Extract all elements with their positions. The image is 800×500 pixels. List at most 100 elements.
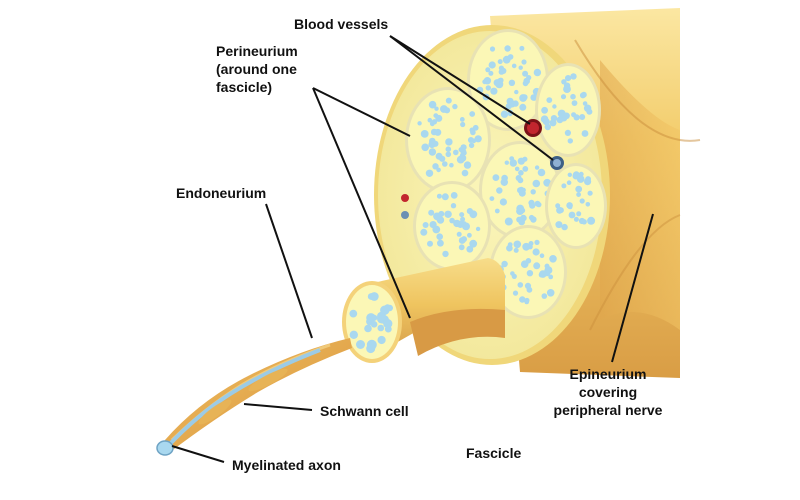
axon-dot (517, 282, 524, 288)
label-blood-vessels: Blood vessels (294, 16, 389, 32)
axon-dot (377, 324, 385, 332)
axon-dot (437, 239, 444, 247)
axon-dot (468, 142, 475, 149)
axon-dot (475, 226, 481, 232)
axon-dot (434, 106, 439, 111)
axon-dot (428, 209, 435, 216)
leader-schwann-cell (243, 403, 313, 411)
axon-dot (521, 94, 528, 101)
axon-dot (367, 293, 375, 300)
label-fascicle: Fascicle (466, 445, 522, 461)
axon-dot (552, 104, 557, 109)
axon-dot (450, 203, 457, 209)
axon-dot (581, 91, 587, 98)
axon-dot (453, 149, 459, 156)
axon-dot (494, 208, 500, 214)
axon-dot (568, 211, 576, 219)
label-myelinated-axon: Myelinated axon (232, 457, 341, 473)
leader-epineurium (611, 213, 654, 363)
label-perineurium-line3: fascicle) (216, 79, 273, 95)
axon-dot (539, 253, 545, 258)
small-artery (401, 194, 409, 202)
axon-dot (566, 180, 572, 185)
axon-dot (497, 59, 503, 65)
axon-dot (432, 163, 439, 170)
axon-dot (565, 75, 572, 82)
axon-dot (576, 211, 582, 217)
axon-dot (519, 45, 525, 51)
axon-dot (349, 309, 358, 318)
axon-dot (489, 196, 495, 202)
axon-dot (428, 100, 437, 109)
axon-dot (556, 206, 563, 214)
axon-dot (444, 210, 452, 218)
axon-dot (526, 270, 534, 277)
axon-dot (576, 192, 581, 198)
axon-dot (514, 89, 519, 95)
axon-dot (564, 129, 572, 136)
axon-dot (549, 254, 557, 263)
axon-dot (570, 73, 577, 80)
axon-dot (563, 112, 569, 118)
axon-dot (522, 242, 531, 251)
axon-dot (485, 85, 491, 91)
axon-dot (519, 296, 526, 303)
axon-dot (511, 63, 517, 69)
axon-dot (579, 114, 586, 120)
axon-dot (427, 240, 433, 247)
axon-dot (504, 45, 511, 52)
axon-dot (500, 110, 509, 118)
axon-dot (524, 282, 532, 289)
label-epineurium-line2: covering (578, 384, 638, 400)
axon-dot (572, 171, 580, 179)
axon-dot (496, 187, 503, 194)
label-perineurium-line2: (around one (216, 61, 297, 77)
axon-dot (575, 185, 583, 193)
axon-dot (428, 148, 437, 156)
label-schwann-cell: Schwann cell (320, 403, 409, 419)
axon-dot (522, 70, 529, 77)
axon-dot (567, 204, 573, 210)
axon-dot (366, 344, 376, 354)
axon-dot (518, 65, 523, 70)
leader-perineurium-2 (312, 87, 411, 319)
axon-dot (456, 231, 462, 237)
axon-dot (561, 223, 568, 231)
axon-dot (579, 198, 585, 204)
axon-dot (421, 143, 430, 152)
axon-dot (488, 61, 496, 69)
axon-dot (425, 169, 434, 177)
vein-lumen (553, 159, 561, 167)
axon-dot (516, 207, 524, 216)
axon-dot (541, 106, 548, 114)
artery-lumen (527, 122, 539, 134)
axon-dot (518, 170, 524, 176)
axon-dot (573, 216, 579, 222)
axon-dot (536, 202, 541, 207)
axon-dot (528, 214, 535, 221)
axon-dot (417, 121, 422, 126)
axon-dot (546, 97, 553, 103)
axon-dot (528, 241, 534, 246)
axon-dot (563, 82, 571, 89)
axon-dot (567, 172, 572, 177)
axon-dot (512, 290, 519, 296)
axon-dot (546, 289, 555, 297)
axon-dot (587, 190, 593, 196)
axon-dot (384, 304, 391, 311)
axon-dot (427, 117, 433, 123)
axon-dot (499, 198, 507, 206)
axon-strand (166, 348, 321, 448)
label-endoneurium: Endoneurium (176, 185, 267, 201)
leader-myelinated-axon (171, 445, 225, 463)
axon-dot (442, 161, 448, 167)
axon-dot (584, 178, 592, 186)
axon-dot (561, 183, 567, 189)
axon-dot (518, 186, 525, 193)
axon-dot (549, 119, 557, 127)
blood-vessel-group (401, 119, 564, 219)
axon-dot (539, 270, 547, 278)
axon-dot (377, 311, 386, 321)
axon-dot (445, 138, 453, 146)
